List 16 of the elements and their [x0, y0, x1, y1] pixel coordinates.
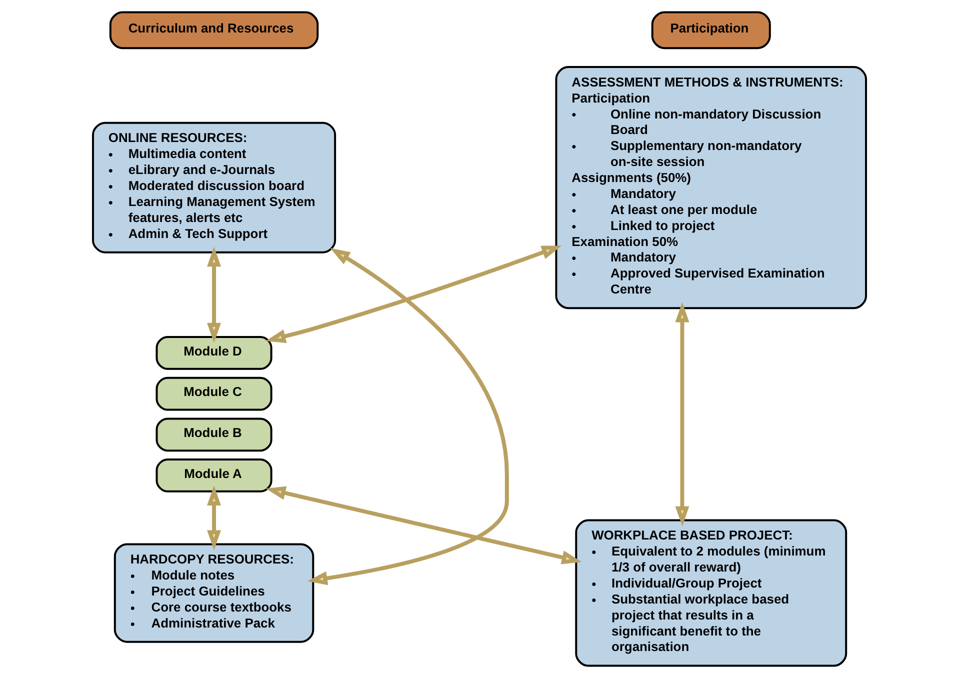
node-box: ASSESSMENT METHODS & INSTRUMENTS: Participation • Online non-mandatory Discussion Board • Supplementary non-mandatory on-site session Assignments (50%) • Mandatory • At least one per module • Linked to project Examination 50% • Mandatory • Approved Supervised Examination Centre [555, 66, 867, 310]
node-box: Participation [651, 11, 771, 50]
arrow [307, 248, 509, 586]
node-box: Module C [156, 376, 272, 411]
arrow [207, 486, 222, 550]
arrow [266, 486, 582, 564]
node-box: Curriculum and Resources [109, 11, 319, 50]
arrow [266, 246, 562, 344]
node-box: Module D [156, 336, 272, 370]
arrow [675, 302, 690, 526]
node-box: Module B [156, 418, 272, 452]
node-box: ONLINE RESOURCES: • Multimedia content • eLibrary and e-Journals • Moderated discussion board • Learning Management System features, alerts etc • Admin & Tech Support [92, 122, 336, 254]
arrow [207, 246, 222, 343]
node-box: Module A [156, 458, 272, 492]
node-box: WORKPLACE BASED PROJECT: • Equivalent to 2 modules (minimum 1/3 of overall reward) • Individual/Group Project • Substantial workplace based project that results in a significant benefit to the organisation [575, 519, 848, 667]
node-box: HARDCOPY RESOURCES: • Module notes • Project Guidelines • Core course textbooks • Administrative Pack [114, 543, 314, 643]
